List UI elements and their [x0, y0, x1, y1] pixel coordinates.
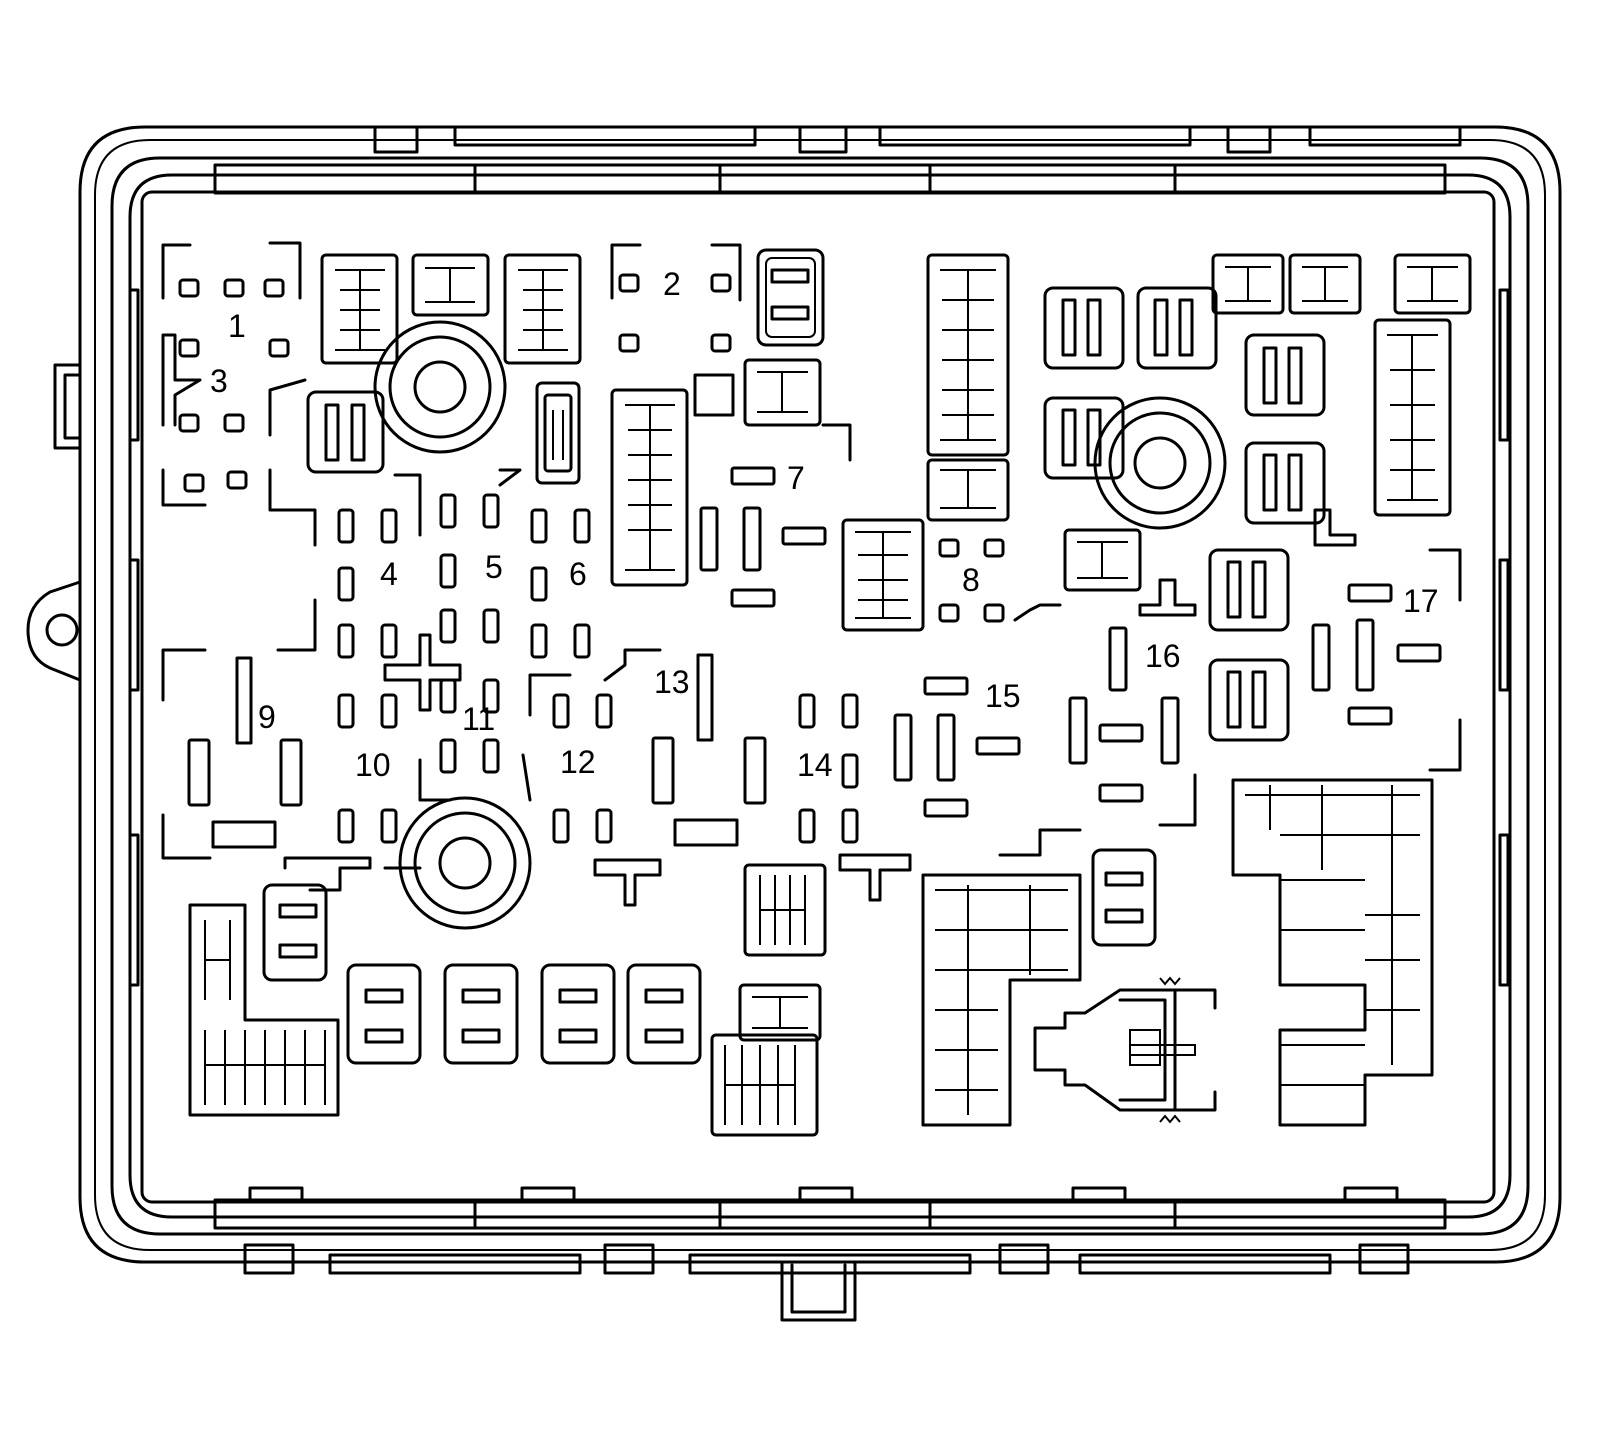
callout-1: 1	[228, 308, 246, 344]
callout-17: 17	[1403, 583, 1439, 619]
relay-sockets	[262, 248, 1157, 982]
mini-relay-sockets	[188, 253, 1472, 1137]
callout-4: 4	[380, 556, 398, 592]
power-studs	[373, 320, 1227, 930]
maxi-fuse-sockets	[306, 286, 1326, 742]
callout-14: 14	[797, 747, 833, 783]
mini-fuse-slots	[178, 273, 1005, 844]
callout-9: 9	[258, 699, 276, 735]
callout-6: 6	[569, 556, 587, 592]
callout-11: 11	[462, 701, 495, 737]
callout-3: 3	[210, 363, 228, 399]
housing	[26, 125, 1562, 1322]
callout-labels: 1 2 3 4 5 6 7 8 9 10 11 12 13 14 15 16 1…	[210, 266, 1439, 783]
callout-16: 16	[1145, 638, 1181, 674]
lower-right-relay-grid	[921, 778, 1434, 1127]
blade-fuse-holders	[187, 381, 1442, 849]
callout-13: 13	[654, 664, 690, 700]
callout-15: 15	[985, 678, 1021, 714]
callout-5: 5	[485, 549, 503, 585]
callout-10: 10	[355, 747, 391, 783]
callout-8: 8	[962, 562, 980, 598]
callout-7: 7	[787, 460, 805, 496]
molded-ribs	[161, 241, 1462, 907]
bottom-fuse-sockets	[346, 963, 702, 1065]
callout-12: 12	[560, 744, 596, 780]
callout-2: 2	[663, 266, 681, 302]
connector-clip	[1033, 976, 1217, 1124]
